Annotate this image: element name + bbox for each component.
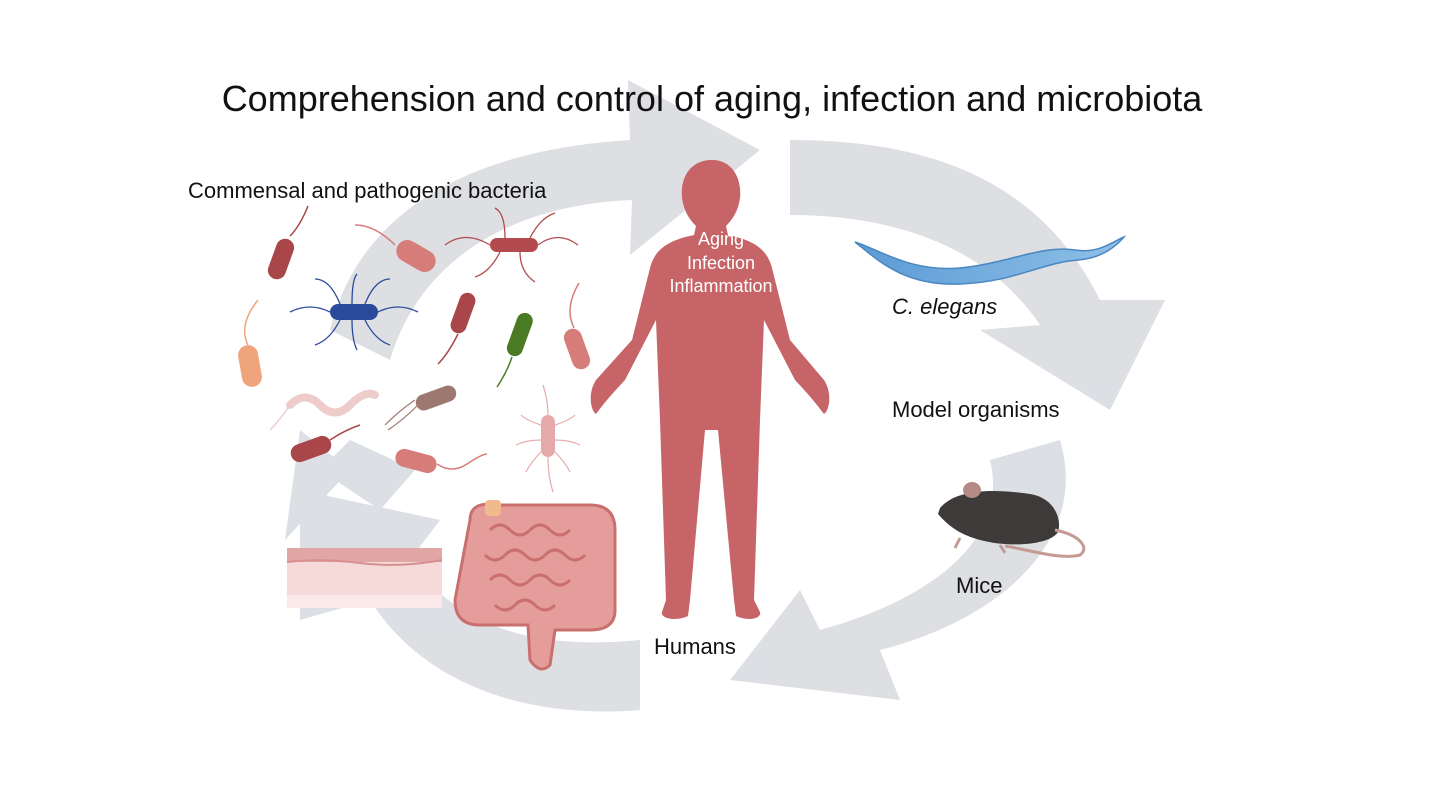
- mouse-icon: [938, 482, 1086, 558]
- bacterium-icon: [444, 207, 579, 283]
- humans-label: Humans: [654, 634, 736, 659]
- body-text-infection: Infection: [686, 253, 756, 273]
- bacterium-icon: [267, 205, 309, 280]
- bacterium-icon: [269, 389, 379, 431]
- bacterium-icon: [354, 224, 436, 272]
- human-body-icon: [590, 160, 830, 619]
- bacterium-icon: [496, 312, 533, 388]
- intestine-icon: [453, 500, 617, 671]
- page-title: Comprehension and control of aging, infe…: [221, 78, 1203, 119]
- bacterium-icon: [437, 292, 476, 365]
- bacteria-cluster: [238, 205, 591, 493]
- cycle-arrows: [285, 80, 1165, 712]
- bacteria-label: Commensal and pathogenic bacteria: [188, 178, 547, 203]
- bacterium-icon: [395, 448, 488, 474]
- cycle-arrow-icon: [300, 490, 640, 712]
- celegans-label: C. elegans: [892, 294, 998, 319]
- mice-label: Mice: [956, 573, 1003, 598]
- model-organisms-label: Model organisms: [892, 397, 1060, 422]
- bacterium-icon: [563, 282, 591, 370]
- worm-icon: [854, 235, 1127, 285]
- cycle-arrow-icon: [730, 440, 1066, 700]
- body-text-inflammation: Inflammation: [669, 276, 773, 296]
- bacterium-icon: [384, 385, 457, 431]
- cycle-arrow-icon: [790, 140, 1165, 410]
- cycle-arrow-icon: [320, 440, 415, 510]
- bacterium-icon: [238, 299, 262, 387]
- bacterium-icon: [515, 384, 581, 493]
- bacterium-icon: [290, 424, 361, 463]
- bacterium-icon: [289, 273, 419, 351]
- cycle-arrow-icon: [330, 80, 760, 360]
- body-text-aging: Aging: [697, 229, 745, 249]
- skin-tissue-icon: [286, 548, 443, 608]
